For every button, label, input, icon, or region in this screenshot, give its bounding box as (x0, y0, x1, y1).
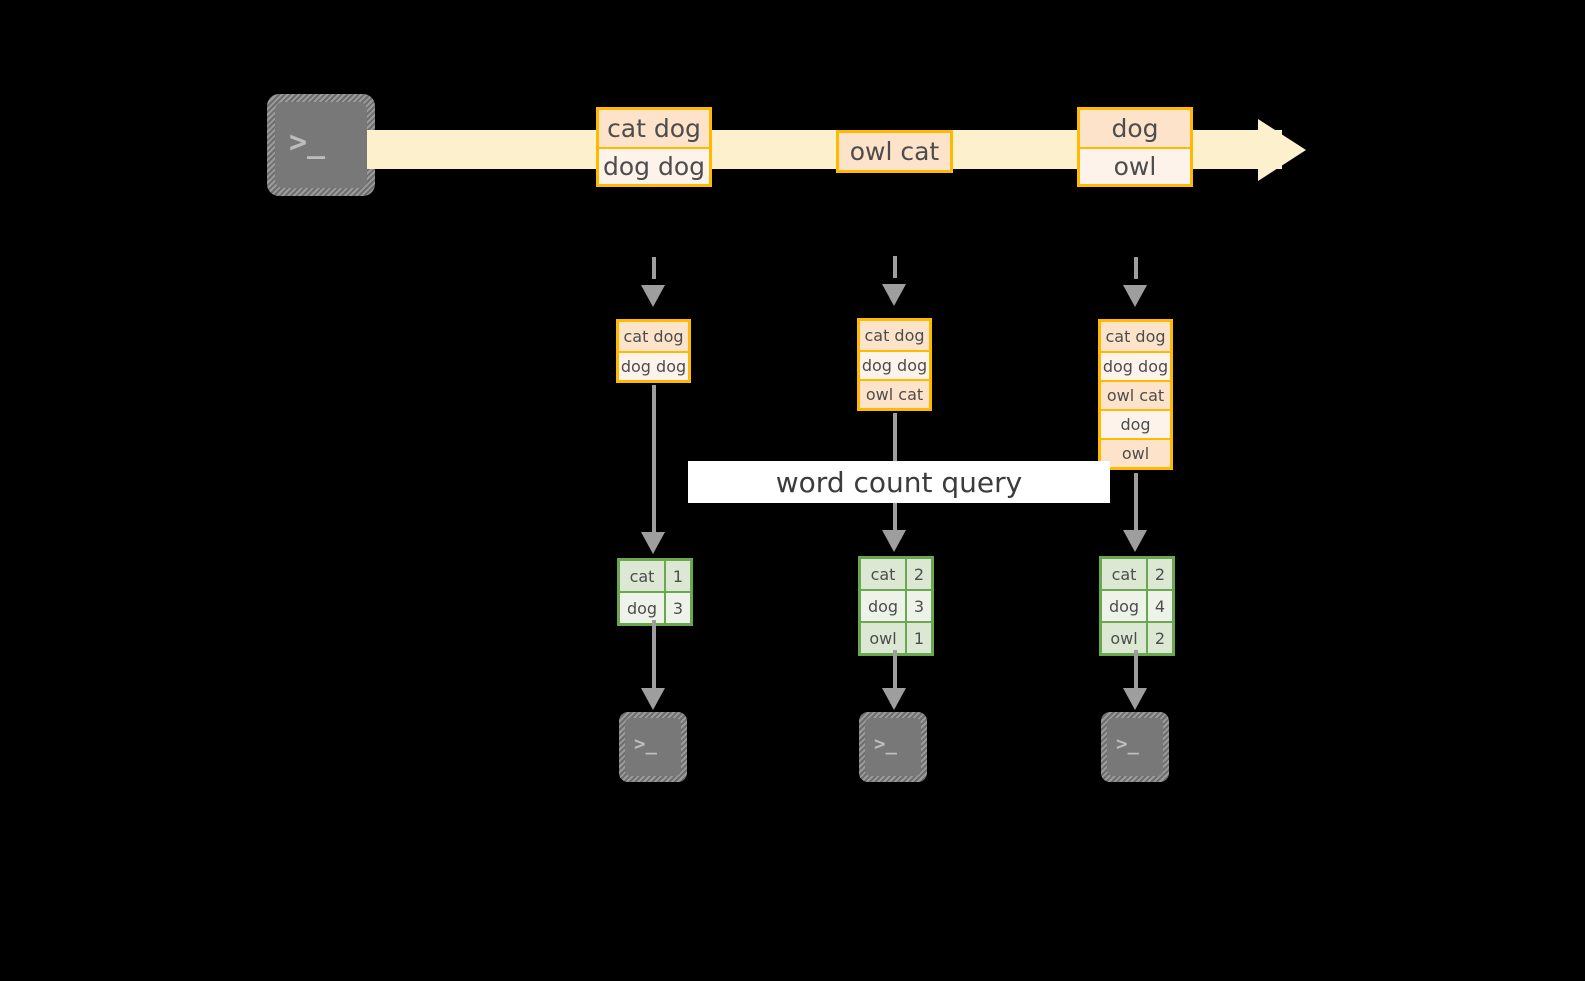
result-count: 3 (664, 593, 690, 623)
dashed-arrow-head-2 (882, 284, 906, 306)
stream-record: dog (1080, 110, 1190, 147)
accumulated-record: dog (1101, 409, 1170, 438)
result-word: dog (620, 593, 664, 623)
stream-batch-3: dog owl (1077, 107, 1193, 187)
sink-connector-head-1 (641, 688, 665, 710)
table-row: dog 3 (620, 591, 690, 623)
accumulated-record: owl cat (860, 379, 929, 408)
query-connector-head-1 (641, 532, 665, 554)
dashed-down-arrow-icon-1 (652, 257, 656, 291)
terminal-prompt-glyph: >_ (289, 125, 326, 160)
terminal-screen: >_ (625, 718, 681, 776)
result-count: 2 (1146, 623, 1172, 653)
result-table-1: cat 1 dog 3 (617, 558, 693, 626)
accumulated-record: dog dog (619, 351, 688, 380)
terminal-screen: >_ (275, 102, 367, 188)
result-count: 2 (1146, 559, 1172, 589)
result-count: 4 (1146, 591, 1172, 621)
table-row: dog 4 (1102, 589, 1172, 621)
table-row: owl 1 (861, 621, 931, 653)
result-word: owl (861, 623, 905, 653)
result-count: 1 (664, 561, 690, 591)
accumulated-records-2: cat dog dog dog owl cat (857, 318, 932, 411)
query-connector-3 (1134, 473, 1138, 540)
sink-connector-head-3 (1123, 688, 1147, 710)
sink-connector-1 (652, 620, 656, 692)
stream-record: dog dog (599, 147, 709, 184)
stream-batch-1: cat dog dog dog (596, 107, 712, 187)
result-word: cat (620, 561, 664, 591)
table-row: dog 3 (861, 589, 931, 621)
query-connector-head-3 (1123, 530, 1147, 552)
result-table-3: cat 2 dog 4 owl 2 (1099, 556, 1175, 656)
dashed-arrow-head-3 (1123, 285, 1147, 307)
result-table-2: cat 2 dog 3 owl 1 (858, 556, 934, 656)
accumulated-record: dog dog (860, 350, 929, 379)
table-row: cat 2 (861, 559, 931, 589)
result-word: cat (861, 559, 905, 589)
stream-batch-2: owl cat (836, 130, 953, 173)
dashed-down-arrow-icon-2 (893, 256, 897, 290)
terminal-screen: >_ (865, 718, 921, 776)
accumulated-records-3: cat dog dog dog owl cat dog owl (1098, 319, 1173, 470)
terminal-icon-sink-2: >_ (859, 712, 927, 782)
terminal-prompt-glyph: >_ (874, 733, 897, 755)
stream-record: cat dog (599, 110, 709, 147)
result-count: 1 (905, 623, 931, 653)
query-connector-head-2 (882, 530, 906, 552)
result-word: dog (861, 591, 905, 621)
terminal-screen: >_ (1107, 718, 1163, 776)
terminal-prompt-glyph: >_ (1116, 733, 1139, 755)
result-count: 2 (905, 559, 931, 589)
stream-record: owl (1080, 147, 1190, 184)
terminal-icon-source: >_ (267, 94, 375, 196)
accumulated-record: cat dog (1101, 322, 1170, 351)
terminal-icon-sink-1: >_ (619, 712, 687, 782)
terminal-icon-sink-3: >_ (1101, 712, 1169, 782)
stream-arrow-head-icon (1258, 119, 1306, 181)
dashed-arrow-head-1 (641, 285, 665, 307)
table-row: owl 2 (1102, 621, 1172, 653)
sink-connector-head-2 (882, 688, 906, 710)
sink-connector-2 (893, 650, 897, 692)
accumulated-record: owl (1101, 438, 1170, 467)
result-word: owl (1102, 623, 1146, 653)
accumulated-record: cat dog (860, 321, 929, 350)
table-row: cat 1 (620, 561, 690, 591)
accumulated-records-1: cat dog dog dog (616, 319, 691, 383)
terminal-prompt-glyph: >_ (634, 733, 657, 755)
accumulated-record: owl cat (1101, 380, 1170, 409)
result-word: cat (1102, 559, 1146, 589)
result-word: dog (1102, 591, 1146, 621)
query-connector-1 (652, 385, 656, 540)
query-label: word count query (688, 461, 1110, 503)
accumulated-record: dog dog (1101, 351, 1170, 380)
accumulated-record: cat dog (619, 322, 688, 351)
result-count: 3 (905, 591, 931, 621)
dashed-down-arrow-icon-3 (1134, 257, 1138, 291)
stream-record: owl cat (839, 133, 950, 170)
sink-connector-3 (1134, 650, 1138, 692)
table-row: cat 2 (1102, 559, 1172, 589)
